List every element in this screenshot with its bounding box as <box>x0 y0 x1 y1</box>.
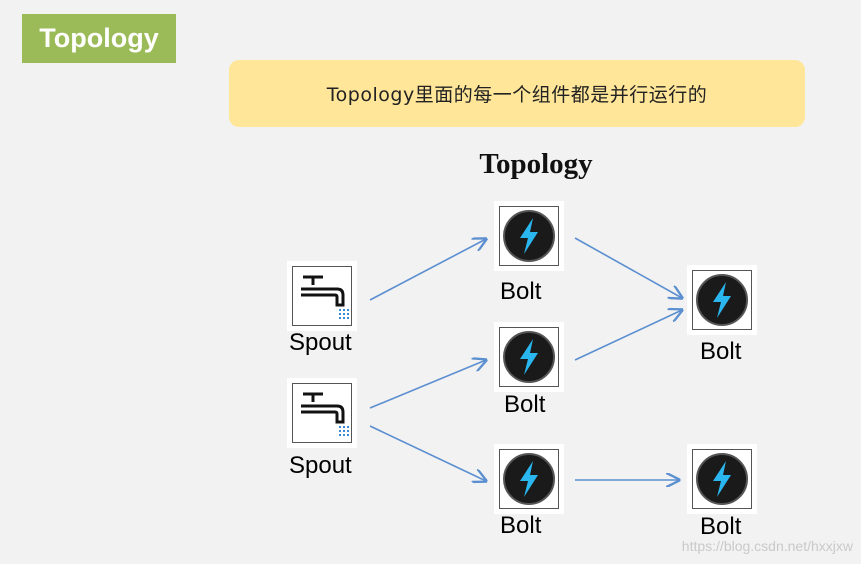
watermark: https://blog.csdn.net/hxxjxw <box>681 538 853 554</box>
faucet-icon <box>287 261 357 331</box>
spout-label: Spout <box>289 329 352 356</box>
bolt-label: Bolt <box>700 338 742 365</box>
lightning-bolt-icon <box>494 201 564 271</box>
bolt-label: Bolt <box>504 391 546 418</box>
edge-spout1-bolt1 <box>369 239 486 301</box>
edge-bolt2-bolt4 <box>574 310 682 361</box>
bolt-label: Bolt <box>700 513 742 540</box>
lightning-bolt-icon <box>687 444 757 514</box>
faucet-icon <box>287 378 357 448</box>
edge-spout2-bolt2 <box>369 360 486 409</box>
edge-spout2-bolt3 <box>369 425 486 481</box>
spout-label: Spout <box>289 452 352 479</box>
lightning-bolt-icon <box>687 265 757 335</box>
callout-note: Topology里面的每一个组件都是并行运行的 <box>229 60 805 127</box>
bolt-label: Bolt <box>500 278 542 305</box>
edge-bolt1-bolt4 <box>574 237 682 298</box>
callout-text: Topology里面的每一个组件都是并行运行的 <box>326 84 708 106</box>
diagram-title: Topology <box>479 148 593 180</box>
lightning-bolt-icon <box>494 322 564 392</box>
header-title: Topology <box>22 14 176 63</box>
lightning-bolt-icon <box>494 444 564 514</box>
bolt-label: Bolt <box>500 512 542 539</box>
